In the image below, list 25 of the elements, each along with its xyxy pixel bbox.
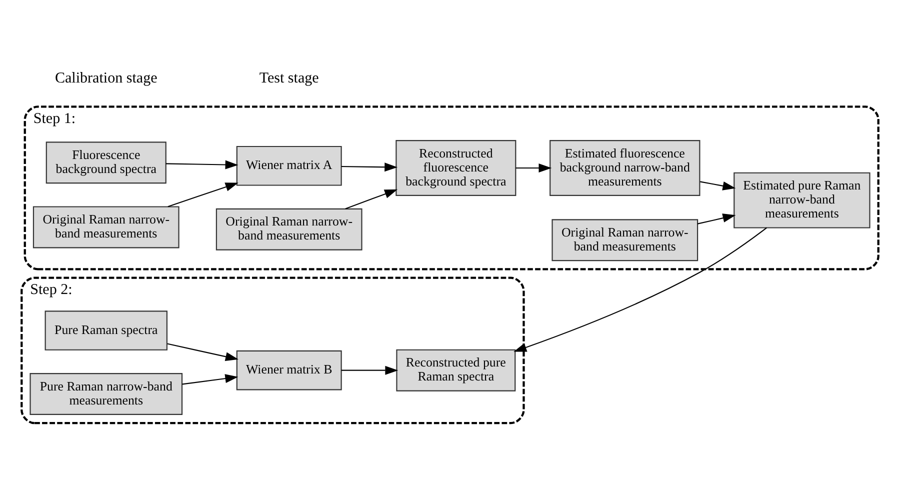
arrow [345,189,398,210]
arrow [341,162,398,172]
node-box: Original Raman narrow-band measurements [32,206,180,248]
node-box: Fluorescence background spectra [46,142,166,184]
arrow [182,374,238,385]
label: Calibration stage [54,70,158,87]
node-box: Pure Raman narrow-band measurements [30,373,183,416]
node-box: Original Raman narrow-band measurements [216,208,362,250]
node-box: Wiener matrix B [236,350,342,390]
label: Test stage [259,70,319,87]
node-box: Reconstructed fluorescence background spectra [396,140,516,196]
node-box: Original Raman narrow-band measurements [552,219,698,262]
arrow [166,160,238,170]
arrow [341,366,398,375]
node-box: Estimated pure Raman narrow-band measurements [734,172,870,228]
node-box: Pure Raman spectra [44,310,168,350]
node-box: Wiener matrix A [236,146,342,186]
arrow [514,227,767,352]
arrow [700,181,736,190]
arrow [516,163,552,173]
arrow [167,343,238,362]
arrow [168,182,238,208]
node-box: Reconstructed pure Raman spectra [396,349,516,392]
arrow [697,214,736,224]
node-box: Estimated fluorescence background narrow-band measurements [550,140,700,196]
